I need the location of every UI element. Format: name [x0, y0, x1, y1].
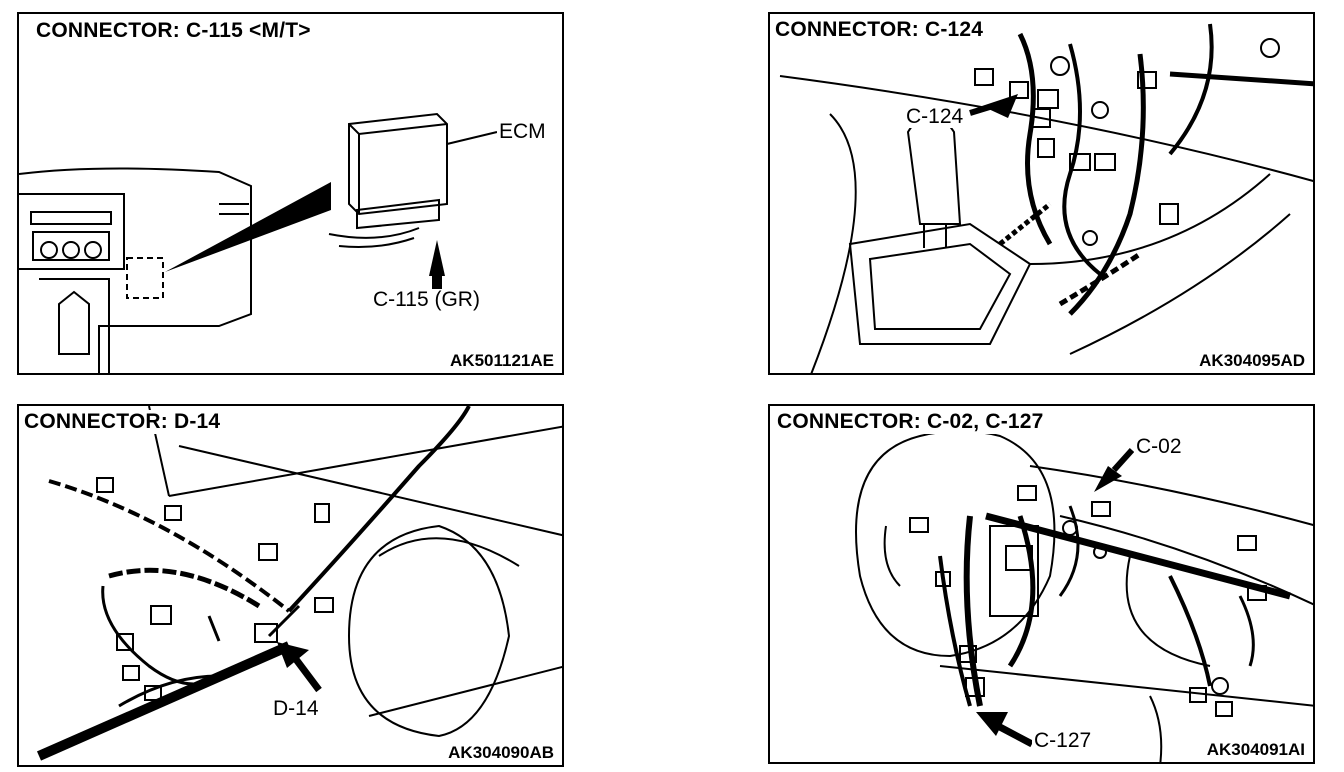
- figure-code: AK304090AB: [446, 743, 556, 763]
- panel-c124: CONNECTOR: C-124 C-124 AK304095AD: [768, 12, 1315, 375]
- connector-label-c115: C-115 (GR): [371, 288, 482, 311]
- panel-c115: CONNECTOR: C-115 <M/T> ECM C-115 (GR) AK…: [17, 12, 564, 375]
- c115-illustration: [19, 112, 498, 373]
- panel-title: CONNECTOR: C-124: [772, 18, 987, 42]
- c124-illustration: [779, 23, 1313, 373]
- connector-label-d14: D-14: [271, 697, 321, 720]
- panel-title: CONNECTOR: D-14: [21, 410, 224, 434]
- panel-c02-c127: CONNECTOR: C-02, C-127 C-02 C-127 AK3040…: [768, 404, 1315, 764]
- panel-title: CONNECTOR: C-02, C-127: [774, 410, 1047, 434]
- d14-illustration: [36, 406, 562, 761]
- panel-title: CONNECTOR: C-115 <M/T>: [33, 19, 314, 43]
- panel-d14: CONNECTOR: D-14 D-14 AK304090AB: [17, 404, 564, 767]
- figure-code: AK501121AE: [448, 351, 556, 371]
- connector-label-c127: C-127: [1032, 729, 1094, 752]
- ecm-label: ECM: [497, 120, 548, 143]
- figure-code: AK304091AI: [1204, 740, 1307, 760]
- figure-code: AK304095AD: [1197, 351, 1307, 371]
- connector-label-c124: C-124: [904, 105, 966, 128]
- c02-c127-illustration: [855, 430, 1313, 762]
- connector-label-c02: C-02: [1134, 435, 1184, 458]
